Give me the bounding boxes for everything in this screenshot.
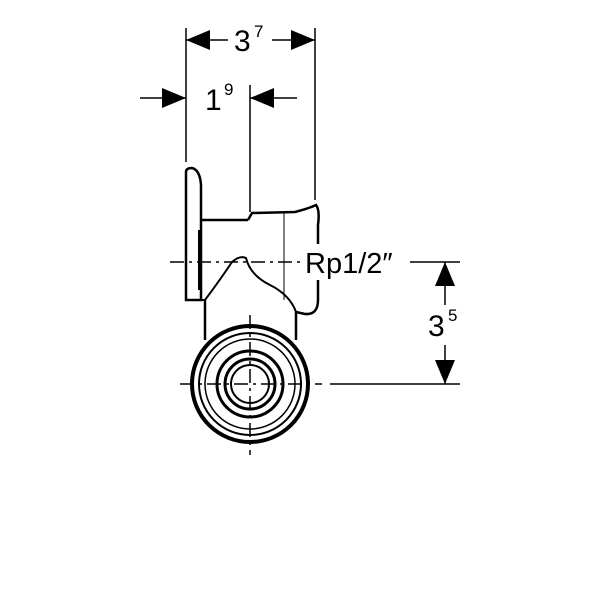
wall-plate (184, 166, 203, 302)
fitting-body (184, 166, 320, 340)
dimension-width-sup: 7 (254, 22, 263, 41)
dimension-height-sup: 5 (448, 306, 457, 325)
arrow-icon (250, 88, 274, 108)
arrow-icon (435, 262, 455, 286)
dimension-offset-sup: 9 (224, 80, 233, 99)
arrow-icon (162, 88, 186, 108)
arrow-icon (435, 360, 455, 384)
dimension-offset-value: 1 (205, 84, 222, 117)
arrow-icon (186, 30, 210, 50)
dimension-height-value: 3 (428, 310, 445, 343)
arrow-icon (291, 30, 315, 50)
thread-label: Rp1/2″ (305, 248, 393, 280)
pipe-connection (190, 324, 310, 444)
dimension-width-value: 3 (234, 25, 251, 58)
